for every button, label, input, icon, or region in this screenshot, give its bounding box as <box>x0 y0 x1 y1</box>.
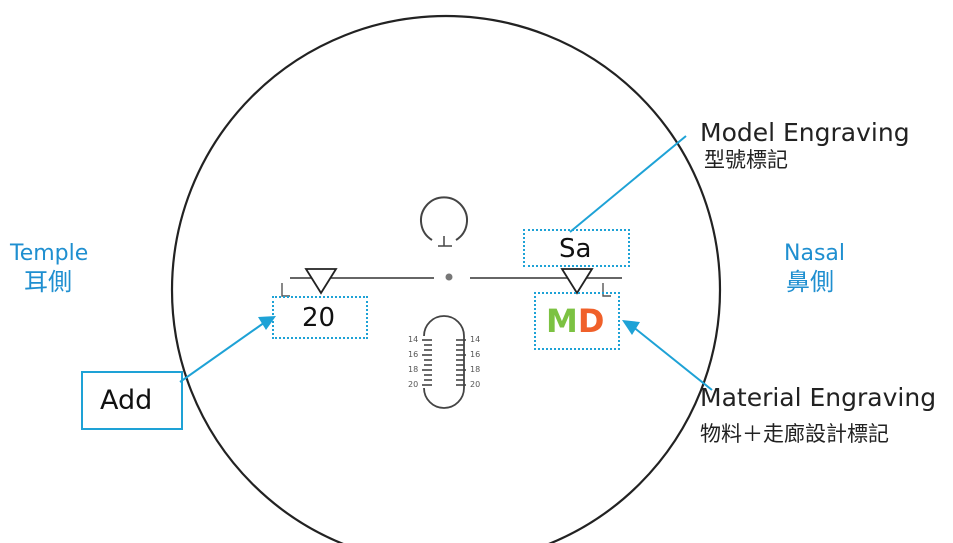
scale-left-18: 18 <box>408 365 419 374</box>
add-engraving-value: 20 <box>302 303 336 333</box>
scale-left-20: 20 <box>408 380 419 389</box>
scale-right-16: 16 <box>470 350 481 359</box>
material-callout-line <box>631 325 713 391</box>
material-d-letter: D <box>577 302 605 340</box>
add-label-box <box>81 371 183 430</box>
scale-right-20: 20 <box>470 380 481 389</box>
model-engraving-label-zh: 型號標記 <box>704 148 788 172</box>
material-arrow-head <box>622 320 640 335</box>
left-corner-mark <box>281 283 290 297</box>
temple-label-zh: 耳側 <box>24 268 72 296</box>
right-triangle-marker <box>560 268 594 295</box>
fitting-point-dot <box>445 273 453 281</box>
model-engraving-box <box>523 229 630 267</box>
left-triangle-marker <box>304 268 338 295</box>
distance-circle <box>420 196 468 241</box>
scale-left-16: 16 <box>408 350 419 359</box>
material-engraving-box <box>534 292 620 350</box>
add-label-text: Add <box>100 385 153 416</box>
material-engraving-label-zh: 物料＋走廊設計標記 <box>700 422 889 446</box>
model-engraving-label-en: Model Engraving <box>700 118 910 147</box>
nasal-label-zh: 鼻側 <box>786 268 834 296</box>
scale-left-14: 14 <box>408 335 419 344</box>
material-m-letter: M <box>546 302 578 340</box>
model-engraving-value: Sa <box>559 234 592 264</box>
near-zone-capsule <box>423 315 465 409</box>
model-callout-line <box>569 135 687 233</box>
add-arrow-head <box>258 316 276 330</box>
temple-label-en: Temple <box>10 241 89 266</box>
right-corner-mark <box>602 283 611 297</box>
lens-outline <box>170 14 722 543</box>
scale-right-18: 18 <box>470 365 481 374</box>
scale-right-14: 14 <box>470 335 481 344</box>
nasal-label-en: Nasal <box>784 241 845 266</box>
scale-ticks-left <box>422 339 432 386</box>
add-callout-line <box>179 319 269 383</box>
material-engraving-value: MD <box>546 305 604 337</box>
material-engraving-label-en: Material Engraving <box>700 383 937 412</box>
add-engraving-box <box>272 296 368 339</box>
scale-ticks-right <box>456 339 466 386</box>
